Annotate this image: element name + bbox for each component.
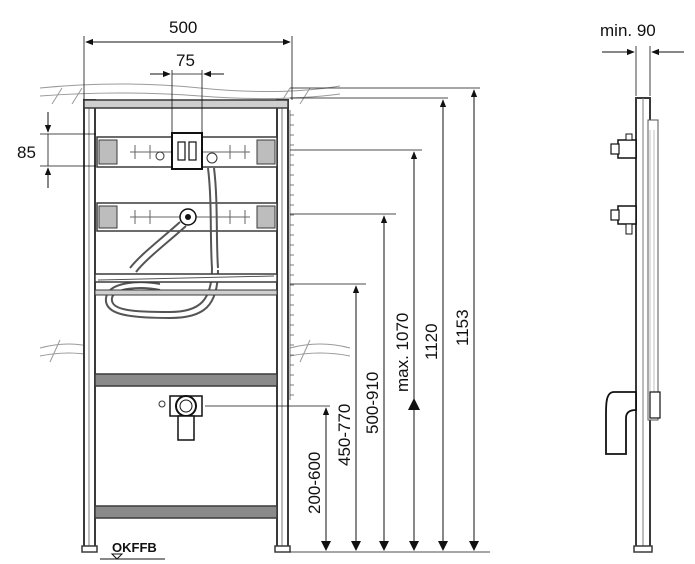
range-200-600-label: 200-600	[305, 452, 324, 514]
side-scale	[289, 110, 294, 400]
front-view	[39, 83, 351, 553]
side-view	[605, 97, 661, 553]
side-drain-elbow	[605, 391, 637, 455]
crossbar-upper	[94, 373, 278, 387]
floor-marker: OKFFB	[100, 540, 165, 560]
dimension-depth: min. 90	[600, 21, 684, 96]
flush-valve-box	[171, 132, 203, 170]
side-upper-fitting	[610, 133, 637, 159]
dimension-depth-label: min. 90	[600, 21, 656, 40]
height-1153-label: 1153	[453, 309, 472, 346]
dimension-width: 500	[83, 18, 293, 100]
height-1120-label: 1120	[422, 323, 441, 360]
dimension-pipe-spacing-label: 75	[176, 51, 195, 70]
lower-bracket	[96, 202, 278, 232]
dimension-pipe-spacing: 75	[150, 51, 224, 136]
dimension-left-offset-label: 85	[17, 143, 36, 162]
crossbar-lower	[94, 505, 278, 519]
height-max-1070-label: max. 1070	[393, 313, 412, 392]
upper-bracket	[96, 132, 278, 170]
drain-connection	[158, 395, 203, 441]
dimension-width-label: 500	[169, 18, 197, 37]
side-lower-fitting	[610, 205, 637, 235]
range-450-770-label: 450-770	[335, 404, 354, 466]
range-500-910-label: 500-910	[363, 372, 382, 434]
frame-feet	[81, 545, 291, 553]
flex-hoses	[104, 167, 219, 320]
floor-label: OKFFB	[112, 540, 157, 555]
height-dimensions	[205, 87, 490, 553]
dimension-left-offset: 85	[17, 112, 96, 188]
frame-top-rail	[83, 99, 289, 109]
